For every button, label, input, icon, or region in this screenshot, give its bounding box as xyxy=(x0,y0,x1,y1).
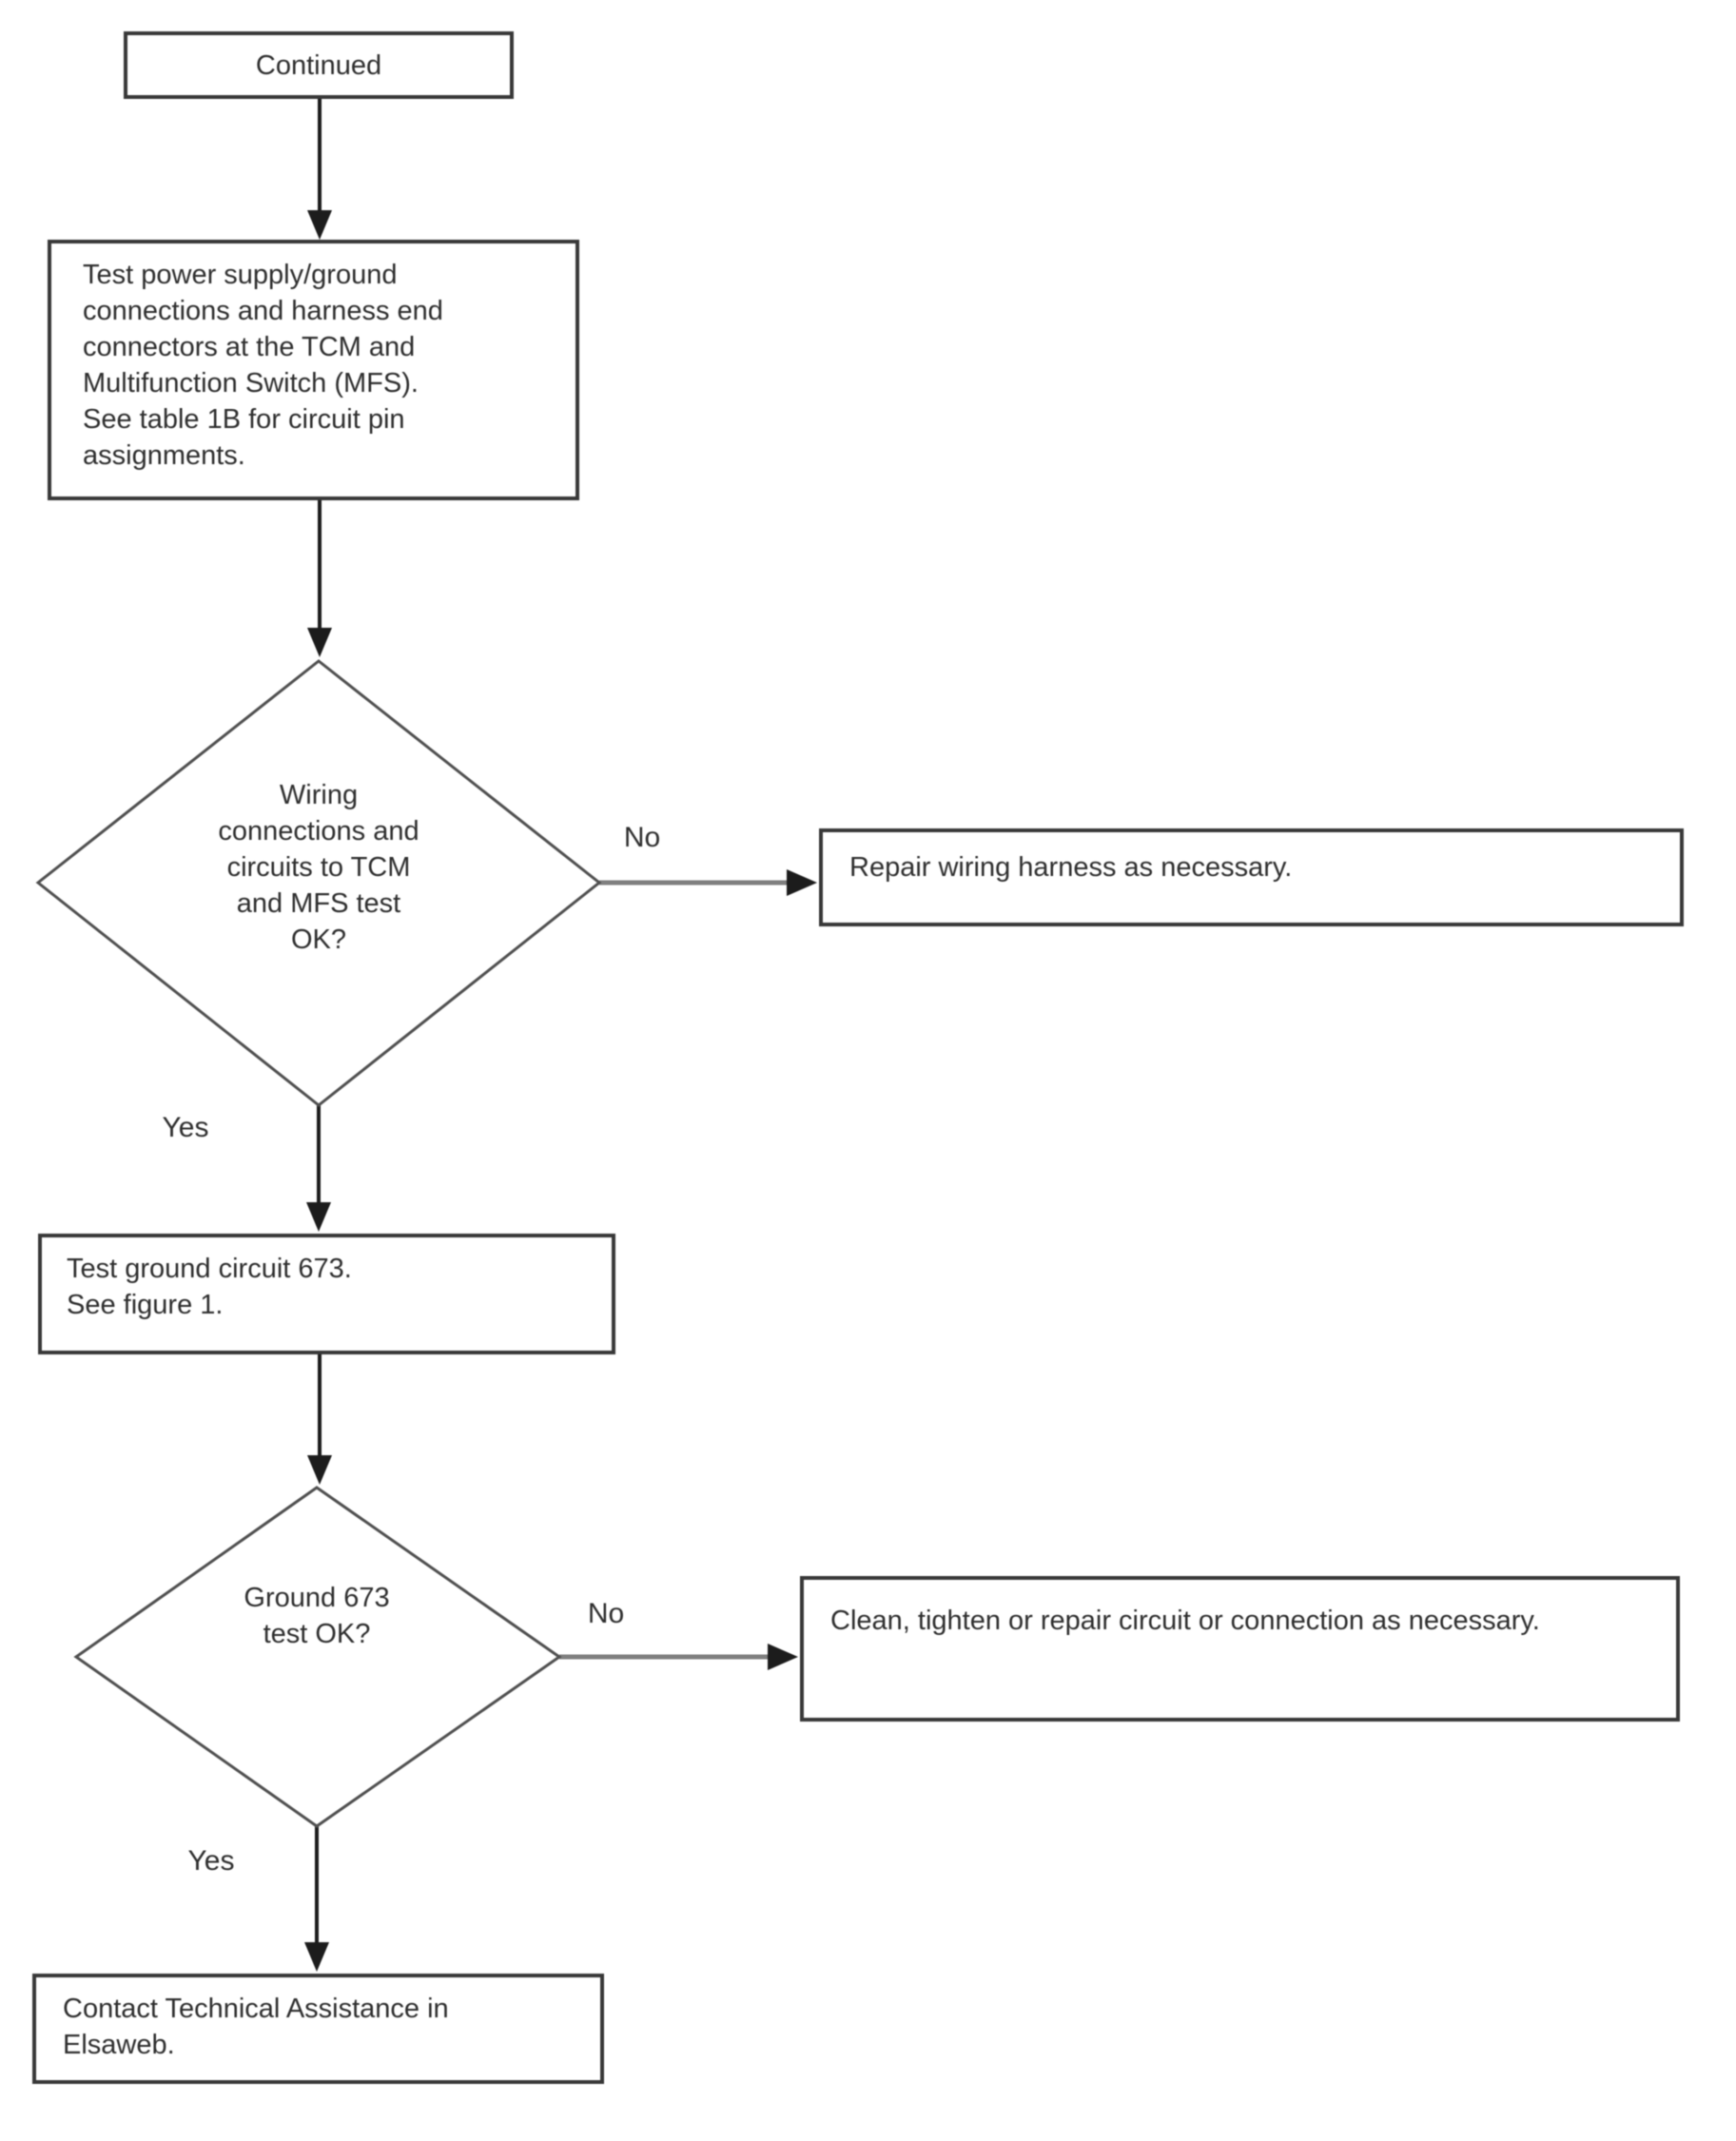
node-clean-tighten: Clean, tighten or repair circuit or conn… xyxy=(800,1576,1680,1722)
node-contact-assistance-label: Contact Technical Assistance in Elsaweb. xyxy=(63,1994,449,2060)
arrowhead-into-repair xyxy=(787,869,817,896)
arrowhead-into-clean xyxy=(768,1644,798,1670)
node-test-power-supply: Test power supply/ground connections and… xyxy=(48,240,579,500)
diamond-wiring-decision-shape xyxy=(35,659,602,1107)
arrowhead-into-test-ground xyxy=(306,1202,331,1232)
edge-label-ground-yes: Yes xyxy=(187,1845,235,1877)
node-continued-label: Continued xyxy=(255,49,382,81)
diamond-ground-decision-label: Ground 673 test OK? xyxy=(244,1583,390,1649)
node-test-ground-label: Test ground circuit 673. See figure 1. xyxy=(67,1254,352,1320)
node-test-power-supply-label: Test power supply/ground connections and… xyxy=(83,260,443,471)
node-contact-assistance: Contact Technical Assistance in Elsaweb. xyxy=(32,1974,604,2084)
node-repair-wiring: Repair wiring harness as necessary. xyxy=(819,828,1684,926)
node-test-ground: Test ground circuit 673. See figure 1. xyxy=(38,1234,615,1354)
node-clean-tighten-label: Clean, tighten or repair circuit or conn… xyxy=(830,1606,1540,1636)
node-continued: Continued xyxy=(124,31,514,99)
arrowhead-into-contact xyxy=(304,1942,329,1972)
arrowhead-into-wiring-decision xyxy=(307,628,332,657)
edge-label-wiring-yes: Yes xyxy=(162,1112,209,1143)
edge-label-wiring-no: No xyxy=(623,822,661,853)
diamond-wiring-decision-label: Wiring connections and circuits to TCM a… xyxy=(218,780,419,955)
node-repair-wiring-label: Repair wiring harness as necessary. xyxy=(849,852,1293,883)
edge-label-ground-no: No xyxy=(587,1598,625,1629)
arrowhead-into-test-power xyxy=(307,210,332,240)
diamond-ground-decision-shape xyxy=(73,1486,562,1828)
arrowhead-into-ground-decision xyxy=(307,1455,332,1485)
